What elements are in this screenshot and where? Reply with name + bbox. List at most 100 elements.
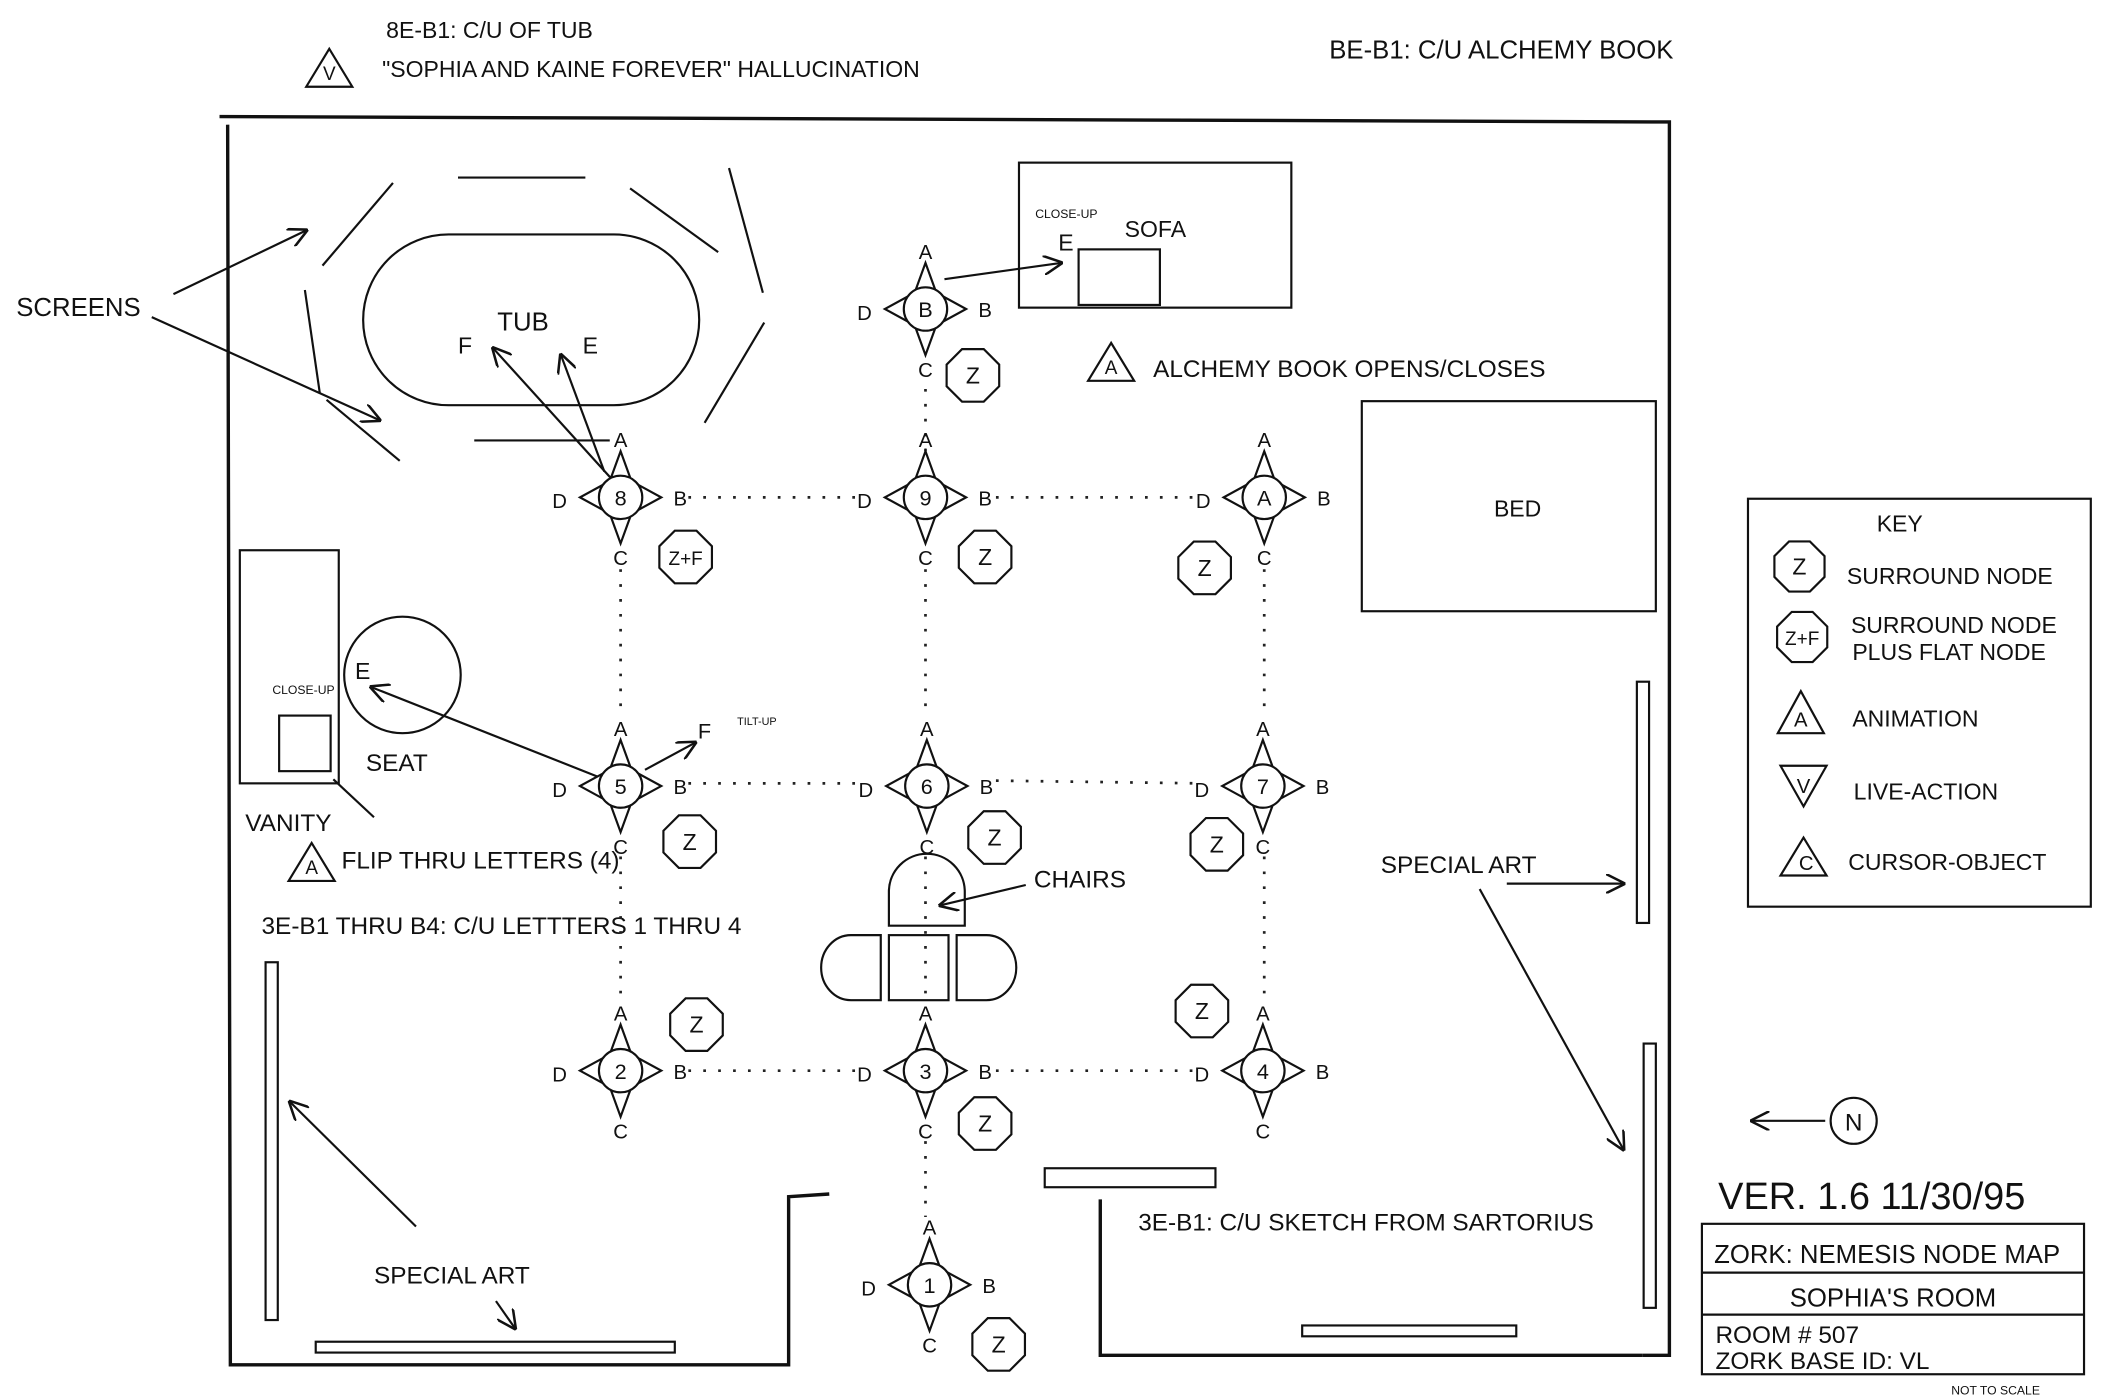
special-art-bottom-right	[1301, 1324, 1518, 1338]
direction-c: C	[613, 1121, 628, 1143]
node-id: 9	[919, 486, 931, 511]
surround-node-marker: Z	[669, 997, 724, 1052]
node-id: 4	[1257, 1059, 1269, 1084]
direction-b: B	[982, 1276, 996, 1298]
direction-b: B	[1316, 777, 1330, 799]
screens-label: SCREENS	[16, 294, 140, 322]
direction-c: C	[1256, 1121, 1271, 1143]
tub-e-label: E	[583, 333, 598, 359]
direction-b: B	[1317, 489, 1331, 511]
surround-label: Z	[978, 1111, 992, 1137]
node-circle	[597, 474, 644, 521]
seat-label: SEAT	[366, 750, 428, 777]
title-room: SOPHIA'S ROOM	[1790, 1284, 1997, 1312]
north-label: N	[1845, 1109, 1863, 1136]
surround-node-marker: Z	[1177, 540, 1232, 596]
letters-closeup-label: 3E-B1 THRU B4: C/U LETTTERS 1 THRU 4	[262, 913, 742, 940]
direction-b: B	[673, 777, 687, 799]
direction-b: B	[980, 777, 994, 799]
node-circle	[902, 286, 949, 332]
direction-b: B	[978, 489, 992, 511]
node-compass	[1221, 448, 1308, 547]
svg-text:V: V	[323, 64, 336, 85]
animation-marker: A	[1086, 340, 1137, 382]
direction-d: D	[1195, 1065, 1210, 1087]
surround-node-marker: Z	[945, 348, 1001, 403]
vanity-label: VANITY	[245, 810, 331, 837]
surround-node-marker: Z	[1189, 816, 1245, 872]
tilt-f-label: F	[698, 719, 711, 744]
sketch-panel	[1043, 1167, 1217, 1189]
seat-e-label: E	[355, 658, 370, 684]
special-art-left-wall	[264, 961, 279, 1322]
surround-label: Z	[1198, 555, 1212, 581]
direction-a: A	[1256, 719, 1270, 741]
key-cursor-symbol: C	[1799, 853, 1814, 875]
tiltup-label: TILT-UP	[737, 716, 777, 728]
not-to-scale-label: NOT TO SCALE	[1951, 1384, 2040, 1398]
direction-a: A	[919, 1004, 933, 1026]
surround-node-marker: Z	[967, 810, 1022, 865]
node-compass	[882, 448, 969, 547]
direction-d: D	[552, 780, 567, 802]
title-base-id: ZORK BASE ID: VL	[1715, 1348, 1929, 1375]
node-circle	[904, 763, 950, 809]
surround-node-marker: Z	[1174, 983, 1230, 1039]
node-circle	[906, 1262, 953, 1308]
direction-a: A	[919, 242, 933, 264]
bed	[1360, 400, 1657, 613]
key-cursor-label: CURSOR-OBJECT	[1848, 849, 2046, 875]
key-animation-symbol: A	[1794, 709, 1808, 731]
special-art-right-lower	[1642, 1042, 1657, 1309]
direction-a: A	[923, 1218, 937, 1240]
direction-d: D	[857, 1065, 872, 1087]
vanity-closeup-label: CLOSE-UP	[272, 683, 334, 697]
surround-node-marker: Z	[662, 814, 718, 870]
special-art-right-label: SPECIAL ART	[1381, 852, 1537, 879]
special-art-left-label: SPECIAL ART	[374, 1262, 530, 1289]
node-id: 2	[615, 1059, 627, 1084]
direction-d: D	[861, 1279, 876, 1301]
direction-b: B	[673, 489, 687, 511]
tub-label: TUB	[497, 309, 548, 337]
surround-label: Z	[683, 829, 697, 855]
alchemy-closeup-title: BE-B1: C/U ALCHEMY BOOK	[1329, 36, 1673, 64]
direction-a: A	[1257, 430, 1271, 452]
node-compass	[882, 1021, 969, 1120]
flip-letters-label: FLIP THRU LETTERS (4)	[341, 848, 619, 875]
key-live-symbol: V	[1797, 776, 1811, 798]
node-id: 8	[615, 486, 627, 511]
node-id: 5	[615, 774, 627, 799]
direction-c: C	[1257, 548, 1272, 570]
direction-a: A	[614, 430, 628, 452]
direction-c: C	[922, 1336, 937, 1358]
key-animation-label: ANIMATION	[1852, 705, 1978, 731]
key-live-label: LIVE-ACTION	[1854, 779, 1999, 805]
title-game: ZORK: NEMESIS NODE MAP	[1714, 1241, 2060, 1269]
node-id: B	[918, 297, 932, 322]
surround-label: Z	[1195, 998, 1209, 1024]
hallucination-title: "SOPHIA AND KAINE FOREVER" HALLUCINATION	[382, 56, 920, 82]
node-id: 7	[1257, 774, 1269, 799]
bed-label: BED	[1494, 495, 1541, 521]
key-surround-flat-symbol: Z+F	[1776, 610, 1829, 664]
direction-d: D	[552, 1065, 567, 1087]
node-compass	[883, 736, 970, 836]
surround-label: Z	[992, 1332, 1006, 1358]
vanity-mirror	[278, 714, 332, 773]
direction-a: A	[614, 1004, 628, 1026]
node-circle	[1241, 474, 1288, 521]
node-compass	[882, 259, 969, 359]
node-compass	[577, 736, 664, 836]
surround-node-marker: Z	[957, 1096, 1013, 1151]
node-id: A	[1257, 486, 1272, 511]
surround-node-marker: Z+F	[658, 529, 714, 585]
screens	[303, 167, 766, 462]
nodes-layer: BACBDZ8ACBDZ+F9ACBDZAACBDZ5ACBDZ6ACBDZ7A…	[552, 242, 1331, 1372]
